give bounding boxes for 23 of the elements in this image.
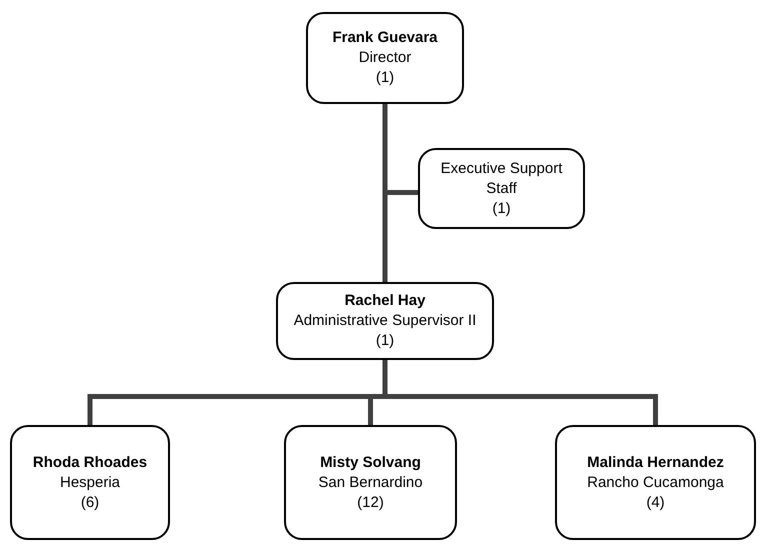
person-name: Malinda Hernandez	[587, 452, 724, 472]
job-title: Executive Support Staff	[440, 158, 564, 198]
person-name: Misty Solvang	[320, 452, 421, 472]
org-box	[276, 282, 494, 360]
job-title: Director	[358, 48, 412, 68]
org-box	[418, 148, 585, 229]
org-box	[555, 425, 756, 540]
staff-count: (4)	[646, 492, 665, 512]
job-title: Hesperia	[60, 472, 120, 492]
staff-count: (1)	[376, 68, 394, 88]
person-name: Rhoda Rhoades	[32, 452, 148, 472]
job-title: San Bernardino	[318, 472, 423, 492]
staff-count: (6)	[80, 492, 100, 512]
job-title: Administrative Supervisor II	[294, 311, 476, 331]
staff-count: (1)	[492, 198, 511, 218]
org-box	[284, 425, 457, 540]
org-box	[306, 12, 464, 104]
person-name: Rachel Hay	[344, 291, 426, 311]
staff-count: (12)	[357, 492, 384, 512]
job-title: Rancho Cucamonga	[587, 472, 724, 492]
person-name: Frank Guevara	[332, 28, 438, 48]
org-box	[10, 425, 170, 540]
staff-count: (1)	[376, 331, 394, 351]
